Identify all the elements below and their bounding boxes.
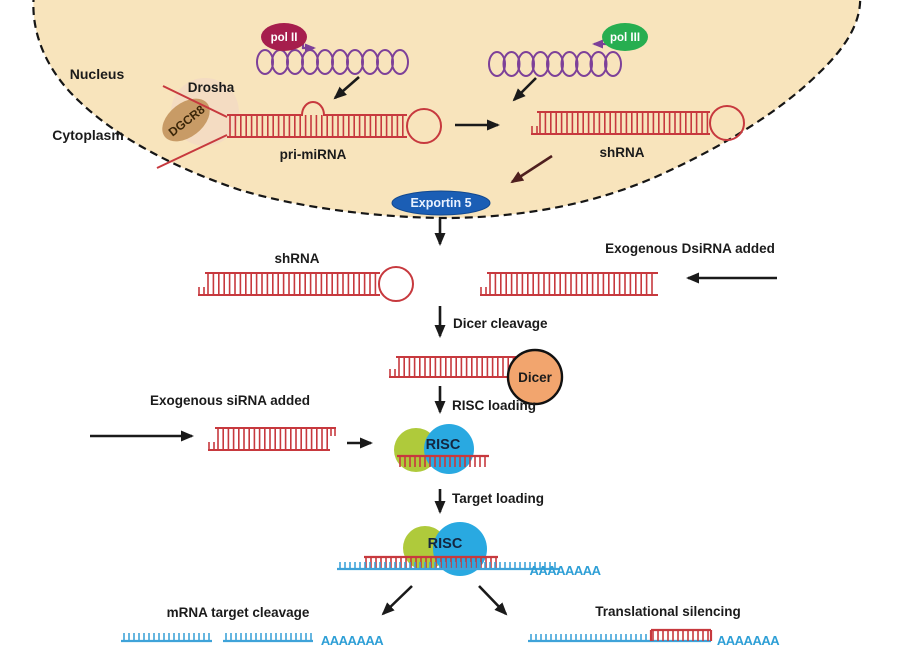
pol3-enzyme xyxy=(602,23,648,51)
translational-silencing-label: Translational silencing xyxy=(595,604,741,619)
pol2-label: pol II xyxy=(271,32,298,44)
dgcr8-protein xyxy=(162,98,210,142)
shrna-nucleus-label: shRNA xyxy=(599,145,644,160)
diced-duplex xyxy=(389,356,516,378)
sirna-duplex xyxy=(208,427,336,451)
risc1-guide-strand xyxy=(397,454,489,467)
nucleus-label: Nucleus xyxy=(70,66,125,82)
cleavage-outcome-arrow xyxy=(381,585,413,616)
risc-loading-label: RISC loading xyxy=(452,398,536,413)
exportin5-label: Exportin 5 xyxy=(410,196,471,210)
risc1-blue-subunit xyxy=(424,424,474,474)
shrna-cytoplasm-structure xyxy=(198,266,414,302)
nucleus-region xyxy=(33,0,861,218)
polya-cleaved-label: AAAAAAA xyxy=(321,633,384,648)
drosha-label: Drosha xyxy=(188,80,235,95)
dicer-cleavage-label: Dicer cleavage xyxy=(453,316,548,331)
pol3-to-shrna-arrow xyxy=(512,77,537,102)
risc2-complex: RISC xyxy=(337,522,559,576)
exogenous-sirna-label: Exogenous siRNA added xyxy=(150,393,310,408)
cytoplasm-label: Cytoplasm xyxy=(52,127,124,143)
dsirna-duplex xyxy=(480,272,658,296)
silencing-mirna-duplex xyxy=(649,628,713,641)
pol2-helix xyxy=(256,49,409,75)
pol2-to-primirna-arrow xyxy=(333,76,360,100)
polya-target-label: AAAAAAAA xyxy=(529,563,601,578)
risc1-label: RISC xyxy=(426,437,461,453)
cleaved-mrna-fragments xyxy=(121,633,313,643)
silenced-mrna-strand xyxy=(528,634,711,643)
pol3-label: pol III xyxy=(610,32,640,44)
shrna-to-exportin-arrow xyxy=(510,154,553,184)
mrna-target-cleavage-label: mRNA target cleavage xyxy=(167,605,310,620)
pol3-helix xyxy=(488,51,622,77)
silencing-outcome-arrow xyxy=(478,585,508,616)
shrna-cytoplasm-label: shRNA xyxy=(274,251,319,266)
exportin5-protein xyxy=(391,190,491,216)
pri-mirna-label: pri-miRNA xyxy=(280,147,347,162)
target-loading-label: Target loading xyxy=(452,491,544,506)
shrna-nucleus-structure xyxy=(531,105,745,141)
exogenous-dsirna-label: Exogenous DsiRNA added xyxy=(605,241,775,256)
dicer-label: Dicer xyxy=(518,370,553,385)
risc2-guide-strand xyxy=(364,555,498,568)
pol2-enzyme xyxy=(261,23,307,51)
pri-mirna-structure xyxy=(156,85,442,169)
dicer-enzyme xyxy=(506,348,564,406)
target-mrna-strand xyxy=(337,562,559,571)
risc1-complex: RISC xyxy=(394,424,489,474)
risc2-label: RISC xyxy=(428,536,463,552)
polya-silenced-label: AAAAAAA xyxy=(717,633,780,648)
